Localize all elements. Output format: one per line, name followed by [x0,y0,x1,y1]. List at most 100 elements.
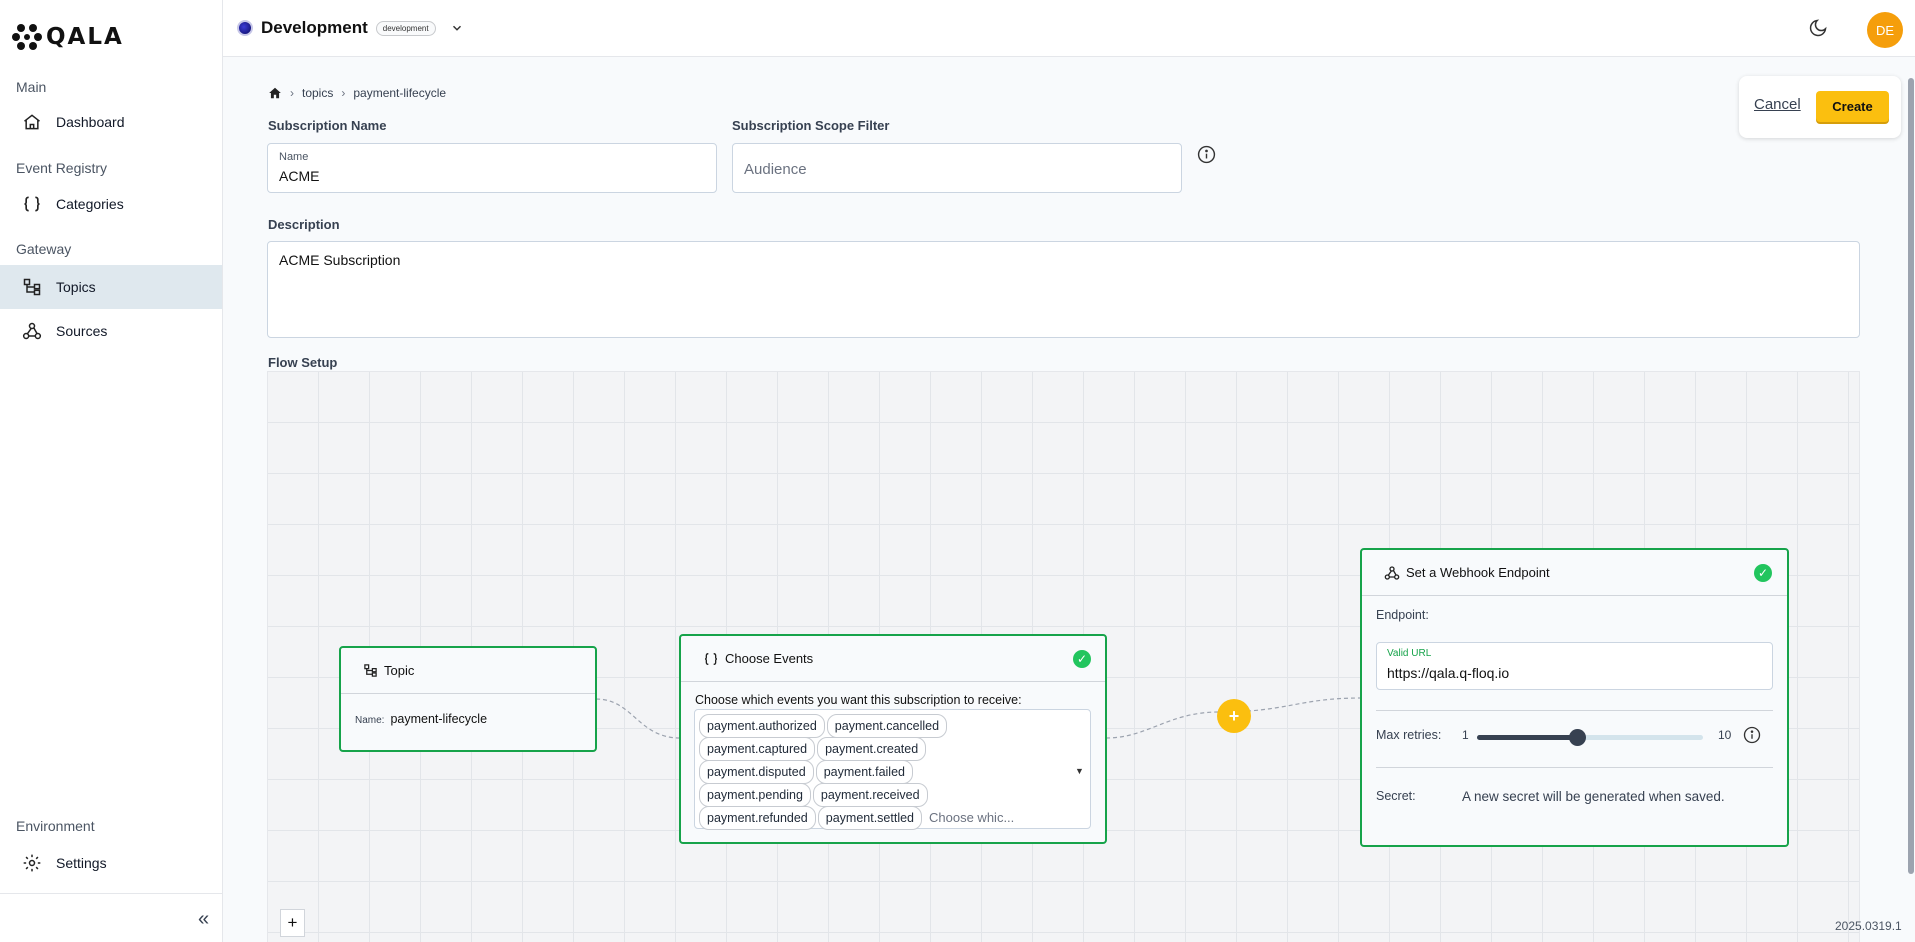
collapse-sidebar-button[interactable]: « [198,908,210,930]
scrollbar-thumb[interactable] [1908,78,1914,874]
event-chip[interactable]: payment.settled [817,806,923,830]
top-header: Development development DE [223,0,1915,57]
section-environment: Environment [16,818,95,834]
event-chip[interactable]: payment.pending [699,783,811,807]
sidebar: QALA Main Dashboard Event Registry Categ… [0,0,223,942]
secret-label: Secret: [1376,789,1416,803]
max-retries-slider[interactable] [1477,729,1703,746]
topic-node-title: Topic [384,663,415,678]
logo-text: QALA [46,24,124,50]
chevron-right-icon: › [290,86,294,100]
section-gateway: Gateway [16,241,72,257]
webhook-endpoint-node[interactable]: Set a Webhook Endpoint ✓ Endpoint: Valid… [1360,548,1789,847]
sidebar-item-dashboard[interactable]: Dashboard [0,100,222,144]
sidebar-item-categories[interactable]: Categories [0,182,222,226]
description-textarea[interactable]: ACME Subscription [267,241,1860,338]
topics-icon [23,278,41,296]
zoom-in-button[interactable]: + [280,909,305,937]
sidebar-item-label: Topics [56,279,96,295]
version-label: 2025.0319.1 [1835,919,1902,933]
events-prompt: Choose which events you want this subscr… [695,693,1022,707]
flow-setup-label: Flow Setup [268,355,338,370]
endpoint-label: Endpoint: [1376,608,1429,622]
topic-name-value: payment-lifecycle [390,712,488,726]
sidebar-item-label: Sources [56,323,108,339]
event-chip[interactable]: payment.refunded [699,806,816,830]
event-chip[interactable]: payment.cancelled [826,714,948,738]
check-icon: ✓ [1754,564,1772,582]
divider [1376,710,1773,711]
webhook-node-title: Set a Webhook Endpoint [1406,565,1550,580]
max-retries-label: Max retries: [1376,728,1442,742]
choose-events-node[interactable]: Choose Events ✓ Choose which events you … [679,634,1107,844]
home-icon[interactable] [268,86,282,100]
sidebar-item-topics[interactable]: Topics [0,265,222,309]
moon-icon[interactable] [1808,18,1828,38]
topics-icon [364,664,377,677]
gear-icon [23,854,41,872]
scope-filter-placeholder: Audience [744,161,807,178]
url-hint: Valid URL [1387,648,1432,659]
create-button[interactable]: Create [1816,91,1889,122]
endpoint-url-input[interactable]: Valid URL https://qala.q-floq.io [1376,642,1773,690]
action-card: Cancel Create [1739,76,1901,138]
divider [1376,767,1773,768]
sidebar-item-label: Settings [56,855,107,871]
breadcrumb: › topics › payment-lifecycle [268,86,446,100]
braces-icon [704,652,718,665]
add-node-button[interactable]: + [1217,699,1251,733]
braces-icon [24,196,40,212]
info-icon[interactable] [1743,726,1761,744]
sidebar-divider [0,893,222,894]
sidebar-item-label: Dashboard [56,114,125,130]
sidebar-item-sources[interactable]: Sources [0,309,222,353]
page-scrollbar[interactable] [1907,73,1915,942]
slider-fill [1477,735,1577,740]
breadcrumb-current: payment-lifecycle [353,86,447,100]
event-chip[interactable]: payment.authorized [699,714,825,738]
name-field-label: Name [279,151,309,163]
retries-min: 1 [1462,728,1469,742]
scope-filter-input[interactable]: Audience [732,143,1182,193]
events-node-header: Choose Events [681,636,1105,682]
environment-title: Development [261,18,368,37]
logo[interactable]: QALA [12,22,124,52]
breadcrumb-topics[interactable]: topics [302,86,334,100]
secret-value: A new secret will be generated when save… [1462,789,1725,804]
webhook-node-header: Set a Webhook Endpoint [1362,550,1787,596]
event-chip[interactable]: payment.created [817,737,927,761]
chevron-right-icon: › [341,86,346,100]
topic-node-header: Topic [341,648,595,694]
check-icon: ✓ [1073,650,1091,668]
scope-filter-label: Subscription Scope Filter [732,118,890,133]
subscription-name-label: Subscription Name [268,118,387,133]
avatar[interactable]: DE [1867,12,1903,48]
cancel-button[interactable]: Cancel [1754,96,1801,113]
caret-down-icon[interactable]: ▼ [1075,766,1084,776]
qala-logo-icon [12,24,42,50]
webhook-icon [1384,565,1400,580]
environment-globe-icon [237,20,253,36]
events-node-title: Choose Events [725,651,814,666]
topic-name-label: Name: [355,715,385,726]
event-chip[interactable]: payment.failed [815,760,913,784]
info-icon[interactable] [1197,145,1216,164]
topic-node[interactable]: Topic Name: payment-lifecycle [339,646,597,752]
chevron-down-icon [452,25,461,31]
event-chip[interactable]: payment.received [812,783,928,807]
slider-thumb[interactable] [1569,729,1586,746]
environment-badge: development [375,20,436,36]
sidebar-item-settings[interactable]: Settings [0,841,222,885]
webhook-icon [22,322,42,340]
name-field[interactable]: Name ACME [267,143,717,193]
events-search-placeholder[interactable]: Choose whic... [929,810,1015,825]
section-event-registry: Event Registry [16,160,108,176]
environment-selector[interactable]: Development development [237,18,464,38]
description-value: ACME Subscription [279,252,401,268]
sidebar-item-label: Categories [56,196,124,212]
home-icon [24,114,40,130]
flow-canvas[interactable]: Topic Name: payment-lifecycle Choose Eve… [267,371,1860,942]
description-label: Description [268,217,340,232]
